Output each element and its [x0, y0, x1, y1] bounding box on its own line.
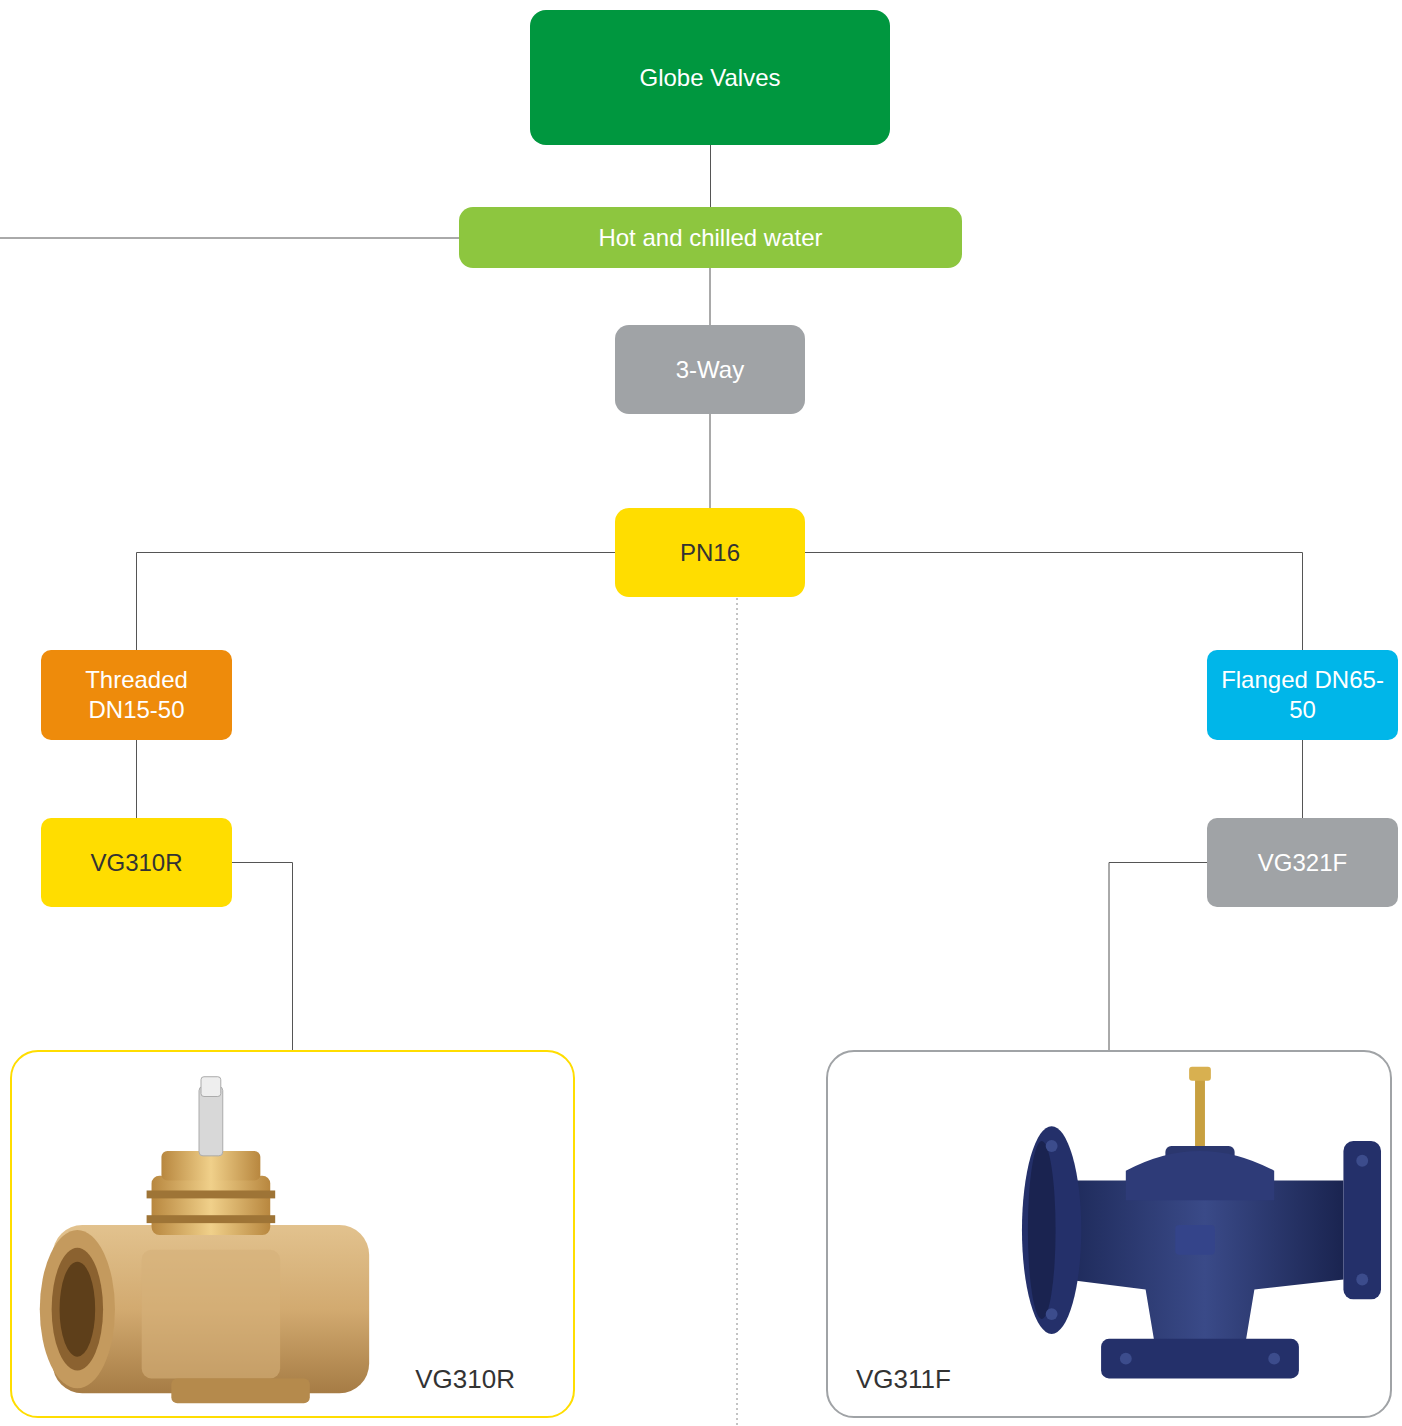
connector-line	[1109, 863, 1207, 1051]
connection-box: Flanged DN65-50	[1207, 650, 1398, 740]
connector-line	[710, 414, 711, 508]
type-box: 3-Way	[615, 325, 805, 414]
node-label: VG321F	[1258, 848, 1347, 878]
valve-illustration	[828, 1052, 1390, 1416]
branch-line	[0, 238, 459, 239]
node-label: 3-Way	[676, 355, 744, 385]
root-box: Globe Valves	[530, 10, 890, 145]
pressure-box: PN16	[615, 508, 805, 597]
connection-box: Threaded DN15-50	[41, 650, 232, 740]
node-label: VG310R	[90, 848, 182, 878]
connector-line	[137, 553, 616, 651]
model-box: VG321F	[1207, 818, 1398, 907]
product-label: VG311F	[856, 1364, 951, 1394]
model-box: VG310R	[41, 818, 232, 907]
connector-line	[136, 740, 137, 818]
product-photo-box: VG310R	[10, 1050, 575, 1418]
node-label: Flanged DN65-50	[1219, 665, 1386, 725]
valve-illustration	[12, 1052, 573, 1416]
connector-line	[805, 553, 1303, 651]
node-label: PN16	[680, 538, 740, 568]
divider-line	[737, 598, 738, 1426]
connector-line	[710, 268, 711, 325]
category-box: Hot and chilled water	[459, 207, 962, 268]
product-photo-box: VG311F	[826, 1050, 1392, 1418]
node-label: Globe Valves	[640, 63, 781, 93]
connector-line	[1302, 740, 1303, 818]
node-label: Threaded DN15-50	[53, 665, 220, 725]
node-label: Hot and chilled water	[598, 223, 822, 253]
connector-line	[232, 863, 293, 1051]
connector-line	[710, 145, 711, 207]
product-label: VG310R	[415, 1364, 515, 1394]
